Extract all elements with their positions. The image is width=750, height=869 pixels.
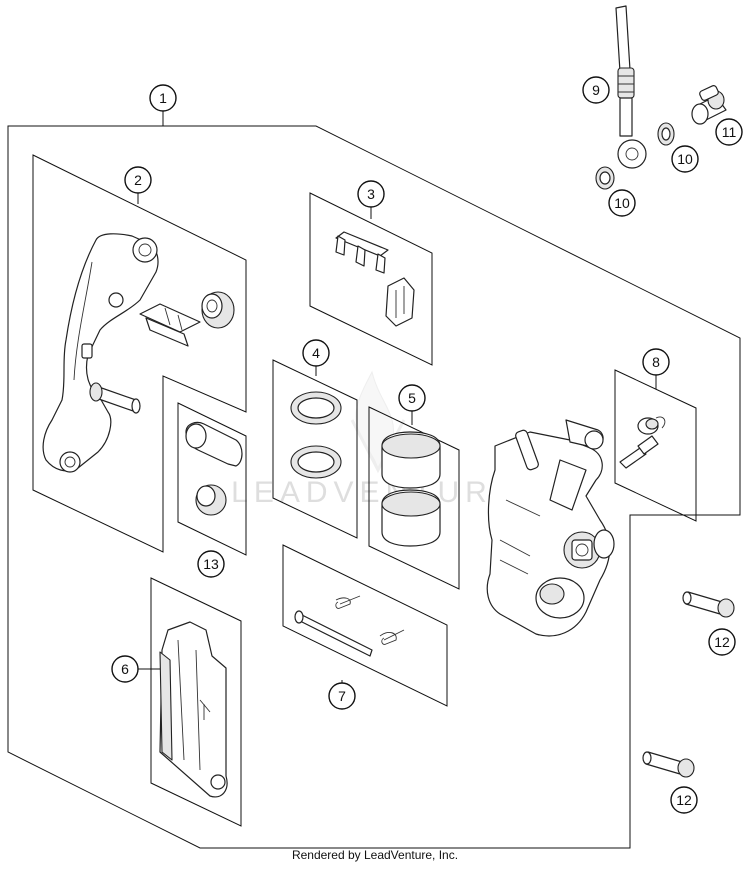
pad-spring-clip bbox=[139, 303, 201, 347]
caliper-bracket bbox=[42, 233, 159, 473]
callout-10-upper: 10 bbox=[671, 145, 699, 173]
mounting-bolt-upper bbox=[682, 591, 735, 618]
svg-text:7: 7 bbox=[338, 688, 346, 704]
callout-3: 3 bbox=[357, 180, 385, 208]
svg-text:6: 6 bbox=[121, 661, 129, 677]
svg-text:2: 2 bbox=[134, 172, 142, 188]
frame-caliper-bracket bbox=[32, 154, 247, 553]
sealing-washers bbox=[595, 122, 675, 190]
svg-text:11: 11 bbox=[722, 124, 737, 140]
frame-pad-pin bbox=[282, 544, 448, 707]
mounting-bolt-lower bbox=[642, 751, 695, 778]
svg-text:1: 1 bbox=[159, 90, 167, 106]
callout-9: 9 bbox=[582, 76, 610, 104]
svg-text:10: 10 bbox=[614, 195, 630, 211]
svg-text:13: 13 bbox=[203, 556, 219, 572]
callout-1: 1 bbox=[149, 84, 177, 112]
frame-bracket-spring bbox=[309, 192, 433, 366]
svg-text:3: 3 bbox=[367, 186, 375, 202]
brake-pads bbox=[159, 621, 228, 798]
watermark: LEADVENTURE bbox=[231, 370, 519, 509]
frame-slide-pins bbox=[177, 402, 247, 556]
svg-text:4: 4 bbox=[312, 345, 320, 361]
callout-11: 11 bbox=[715, 118, 743, 146]
callout-7: 7 bbox=[328, 682, 356, 710]
piston-seals bbox=[290, 391, 342, 479]
callout-12-lower: 12 bbox=[670, 786, 698, 814]
caliper-body bbox=[486, 419, 615, 637]
callout-8: 8 bbox=[642, 348, 670, 376]
bleeder-screw bbox=[619, 416, 666, 469]
banjo-bolt bbox=[691, 85, 727, 125]
watermark-text: LEADVENTURE bbox=[231, 476, 519, 509]
callout-4: 4 bbox=[302, 339, 330, 367]
brake-line bbox=[615, 5, 647, 169]
svg-text:12: 12 bbox=[676, 792, 692, 808]
svg-text:9: 9 bbox=[592, 82, 600, 98]
slide-pin-and-boot bbox=[185, 421, 243, 516]
frame-bleeder bbox=[614, 369, 697, 522]
callout-6: 6 bbox=[111, 655, 139, 683]
assembly-frame bbox=[7, 125, 741, 849]
callout-5: 5 bbox=[398, 384, 426, 412]
frame-pads bbox=[150, 577, 242, 827]
svg-text:10: 10 bbox=[677, 151, 693, 167]
callout-10-lower: 10 bbox=[608, 189, 636, 217]
callout-12-upper: 12 bbox=[708, 628, 736, 656]
caliper-spring-clips bbox=[335, 231, 415, 327]
frame-seals bbox=[272, 359, 358, 539]
pad-pin-and-clips bbox=[294, 595, 405, 657]
svg-text:12: 12 bbox=[714, 634, 730, 650]
callout-13: 13 bbox=[197, 550, 225, 578]
footer-credit: Rendered by LeadVenture, Inc. bbox=[291, 848, 459, 862]
dust-boot bbox=[201, 291, 235, 329]
svg-text:5: 5 bbox=[408, 390, 416, 406]
callout-2: 2 bbox=[124, 166, 152, 194]
slide-pin-stud bbox=[89, 382, 141, 414]
pistons bbox=[381, 431, 441, 547]
svg-text:8: 8 bbox=[652, 354, 660, 370]
